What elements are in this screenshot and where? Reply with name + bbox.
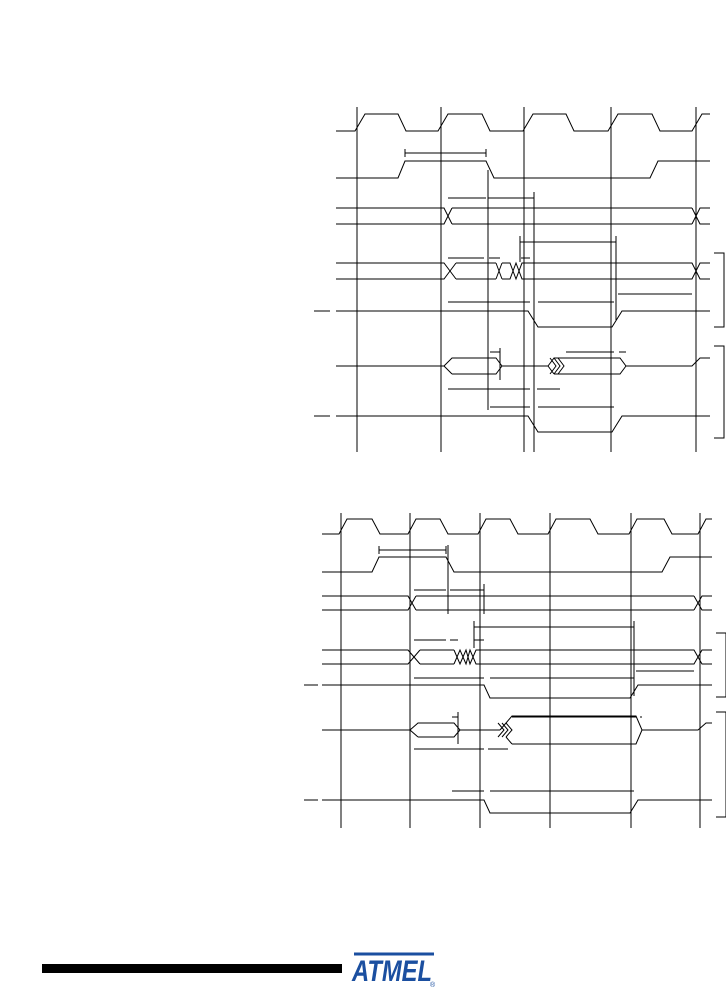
- footer-rule: [42, 964, 342, 973]
- address-bus-top: [336, 192, 710, 452]
- atmel-logo: ATMEL ®: [351, 952, 436, 988]
- svg-text:ATMEL: ATMEL: [351, 955, 432, 988]
- read-strobe-bottom: [322, 799, 712, 814]
- strobe-signal-top: [336, 160, 710, 179]
- address-bus-bottom: [322, 545, 712, 614]
- bracket-write-bottom: [716, 632, 726, 698]
- bracket-read-top: [714, 345, 725, 439]
- clock-signal-bottom: [322, 518, 712, 535]
- data-bus-write-top: [336, 236, 710, 320]
- strobe-signal-bottom: [322, 556, 712, 573]
- write-strobe-bottom: [322, 684, 712, 699]
- bracket-write-top: [714, 252, 725, 328]
- cycle-markers-bottom: [340, 513, 701, 828]
- bracket-read-bottom: [716, 711, 726, 818]
- data-bus-read-top: [336, 348, 710, 390]
- svg-text:®: ®: [430, 981, 436, 988]
- read-strobe-top: [336, 415, 710, 433]
- write-strobe-top: [336, 310, 710, 328]
- clock-signal-top: [336, 113, 710, 132]
- data-bus-write-bottom: [322, 621, 712, 696]
- data-bus-read-bottom: [322, 712, 712, 750]
